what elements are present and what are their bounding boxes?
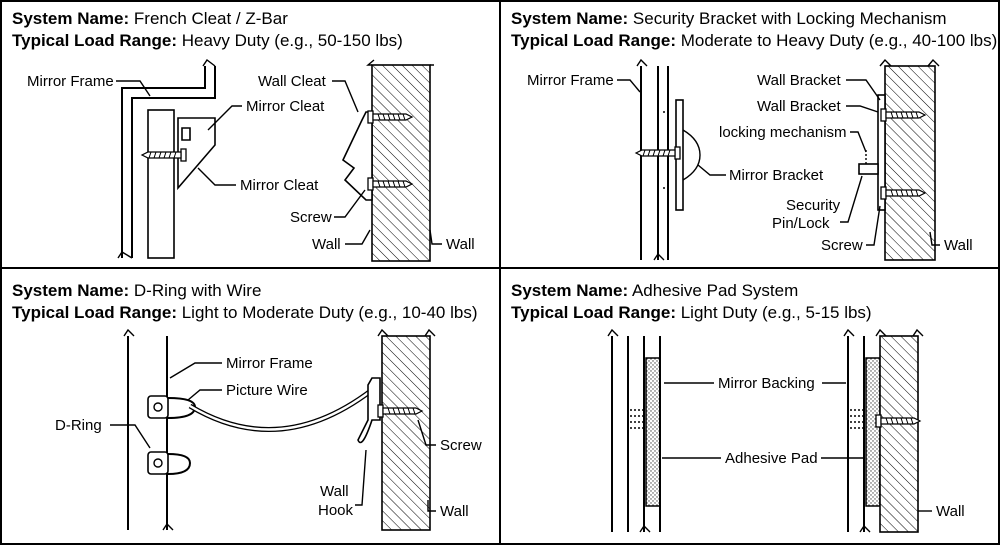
panel3-wall-hook (357, 377, 381, 444)
panel1-label-mirror-frame: Mirror Frame (27, 73, 114, 90)
panel1-label-wall-right: Wall (446, 236, 475, 253)
panel2-wall (884, 65, 936, 261)
panel4-adhesive-pad-left (645, 357, 661, 507)
panel2-security-pin (858, 163, 879, 175)
panel2-label-locking-mechanism: locking mechanism (719, 124, 847, 141)
panel1-label-mirror-cleat-bottom: Mirror Cleat (240, 177, 319, 194)
panel3-system-name: System Name: D-Ring with Wire (12, 281, 261, 300)
panel2-wall-bracket (877, 94, 886, 211)
panel2-label-wall-bracket-2: Wall Bracket (757, 98, 841, 115)
panel4-load-range: Typical Load Range: Light Duty (e.g., 5-… (511, 303, 872, 322)
panel1-mirror-frame (121, 66, 206, 258)
panel4-label-mirror-backing: Mirror Backing (718, 375, 815, 392)
panel3-d-ring-top (147, 395, 197, 419)
panel1-load-range: Typical Load Range: Heavy Duty (e.g., 50… (12, 31, 403, 50)
panel3-label-mirror-frame: Mirror Frame (226, 355, 313, 372)
panel2-load-range: Typical Load Range: Moderate to Heavy Du… (511, 31, 997, 50)
panel4-label-adhesive-pad: Adhesive Pad (725, 450, 818, 467)
panel1-label-wall-left: Wall (312, 236, 341, 253)
panel2-label-screw: Screw (821, 237, 863, 254)
panel3-label-screw: Screw (440, 437, 482, 454)
panel4-right-assembly (843, 328, 924, 533)
panel1-label-screw: Screw (290, 209, 332, 226)
panel2-label-security-1: Security (786, 197, 841, 214)
panel1-system-name: System Name: French Cleat / Z-Bar (12, 9, 288, 28)
panel2-label-wall: Wall (944, 237, 973, 254)
panel1-label-mirror-cleat-top: Mirror Cleat (246, 98, 325, 115)
panel1-wall-cleat (341, 111, 373, 201)
panel3-d-ring-bottom (147, 451, 192, 475)
panel4-wall (879, 335, 919, 533)
panel2-mirror-frame (640, 66, 669, 260)
panel3-mirror-frame (127, 336, 168, 530)
panel1-label-wall-cleat: Wall Cleat (258, 73, 327, 90)
panel3-label-wall-hook-1: Wall (320, 483, 349, 500)
panel3-label-wall: Wall (440, 503, 469, 520)
panel-d-ring: System Name: D-Ring with Wire Typical Lo… (12, 281, 482, 531)
panel4-adhesive-pad-right (865, 357, 881, 507)
panel4-system-name: System Name: Adhesive Pad System (511, 281, 798, 300)
panel2-label-mirror-frame: Mirror Frame (527, 72, 614, 89)
panel3-label-picture-wire: Picture Wire (226, 382, 308, 399)
panel4-left-assembly (607, 328, 661, 533)
panel-security-bracket: System Name: Security Bracket with Locki… (511, 9, 997, 261)
panel2-label-mirror-bracket: Mirror Bracket (729, 167, 824, 184)
panel3-label-d-ring: D-Ring (55, 417, 102, 434)
panel2-system-name: System Name: Security Bracket with Locki… (511, 9, 947, 28)
panel3-label-wall-hook-2: Hook (318, 502, 354, 519)
panel-adhesive-pad: System Name: Adhesive Pad System Typical… (511, 281, 965, 533)
panel1-wall (371, 64, 431, 262)
panel-french-cleat: System Name: French Cleat / Z-Bar Typica… (12, 9, 475, 262)
panel4-label-wall: Wall (936, 503, 965, 520)
panel2-label-wall-bracket-1: Wall Bracket (757, 72, 841, 89)
panel3-load-range: Typical Load Range: Light to Moderate Du… (12, 303, 478, 322)
panel2-label-security-2: Pin/Lock (772, 215, 830, 232)
